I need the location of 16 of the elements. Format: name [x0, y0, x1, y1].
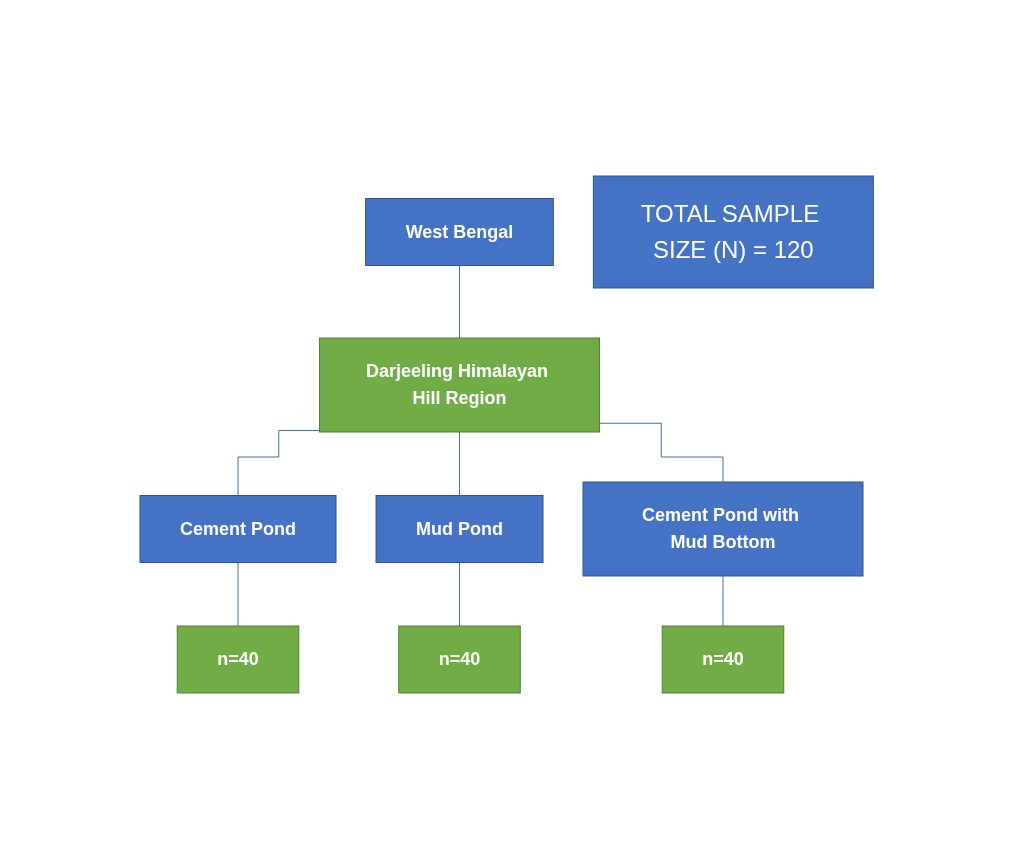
connector — [237, 561, 239, 626]
node-box: Mud Pond — [375, 494, 544, 563]
connector — [237, 429, 320, 496]
node-box: Cement Pond with Mud Bottom — [582, 481, 864, 576]
connector — [458, 431, 460, 496]
node-box: n=40 — [176, 625, 300, 693]
connector — [458, 561, 460, 626]
connector — [722, 575, 724, 626]
node-box: Cement Pond — [139, 494, 337, 563]
node-box: Darjeeling Himalayan Hill Region — [318, 337, 600, 432]
connector — [458, 264, 460, 338]
node-box: West Bengal — [364, 197, 554, 266]
connector — [598, 422, 724, 482]
node-box: n=40 — [661, 625, 785, 693]
node-box: TOTAL SAMPLE SIZE (N) = 120 — [592, 175, 874, 288]
node-box: n=40 — [398, 625, 521, 693]
